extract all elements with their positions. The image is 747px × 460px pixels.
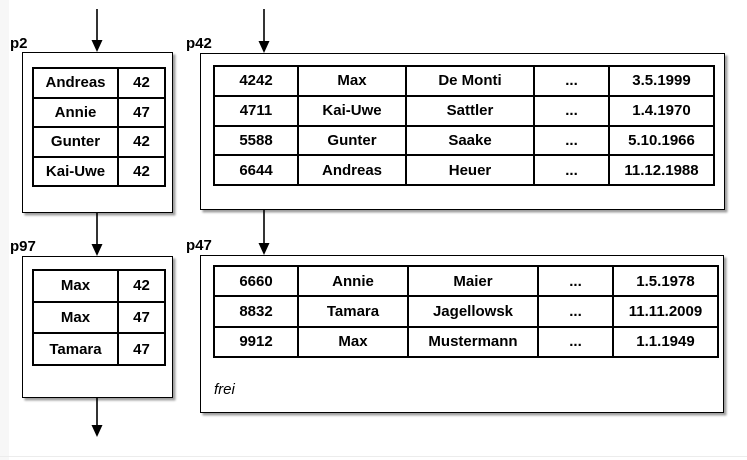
table-row: Annie 47 [32,96,166,128]
page-box-p42: 4242 Max De Monti ... 3.5.1999 4711 Kai-… [200,53,725,210]
cell: Max [32,300,119,335]
table-row: Tamara 47 [32,332,166,367]
cell: Max [297,325,409,358]
cell: 42 [117,155,166,187]
arrow-top-to-p42-icon [258,9,270,53]
cell: 6644 [213,154,299,186]
p97-table: Max 42 Max 47 Tamara 47 [32,269,166,367]
cell: Kai-Uwe [32,155,119,187]
cell: Max [32,269,119,303]
cell: 6660 [213,264,299,298]
cell: 9912 [213,325,299,358]
table-row: Max 47 [32,300,166,335]
cell: Heuer [405,154,535,186]
table-row: 9912 Max Mustermann ... 1.1.1949 [213,325,719,358]
cell: 8832 [213,295,299,328]
cell: 47 [117,300,166,335]
cell: 3.5.1999 [608,65,715,97]
page-box-p47: 6660 Annie Maier ... 1.5.1978 8832 Tamar… [200,255,724,413]
cell: Mustermann [407,325,539,358]
cell: ... [533,124,610,157]
cell: ... [533,65,610,97]
cell: 5.10.1966 [608,124,715,157]
cell: ... [537,295,614,328]
cell: Gunter [297,124,407,157]
cell: Kai-Uwe [297,94,407,127]
p2-table: Andreas 42 Annie 47 Gunter 42 Kai-Uwe 42 [32,67,166,187]
cell: ... [533,94,610,127]
cell: Saake [405,124,535,157]
table-row: Gunter 42 [32,126,166,158]
page-label-p47: p47 [186,237,212,254]
cell: Max [297,65,407,97]
cell: Annie [297,264,409,298]
cell: 1.5.1978 [612,264,719,298]
cell: 47 [117,96,166,128]
page-box-p97: Max 42 Max 47 Tamara 47 [22,256,173,398]
cell: ... [533,154,610,186]
arrow-p42-to-p47-icon [258,210,270,255]
cell: 1.4.1970 [608,94,715,127]
arrow-p2-to-p97-icon [91,213,103,256]
left-edge-strip [0,0,9,460]
table-row: 4711 Kai-Uwe Sattler ... 1.4.1970 [213,94,715,127]
cell: ... [537,264,614,298]
cell: Maier [407,264,539,298]
page-label-p42: p42 [186,35,212,52]
page-label-p2: p2 [10,35,28,52]
cell: 42 [117,126,166,158]
cell: 42 [117,269,166,303]
cell: De Monti [405,65,535,97]
cell: Andreas [297,154,407,186]
table-row: Kai-Uwe 42 [32,155,166,187]
cell: 47 [117,332,166,367]
cell: Sattler [405,94,535,127]
free-space-label: frei [214,381,235,398]
table-row: 5588 Gunter Saake ... 5.10.1966 [213,124,715,157]
table-row: 8832 Tamara Jagellowsk ... 11.11.2009 [213,295,719,328]
table-row: 6644 Andreas Heuer ... 11.12.1988 [213,154,715,186]
cell: 11.11.2009 [612,295,719,328]
cell: 1.1.1949 [612,325,719,358]
p42-table: 4242 Max De Monti ... 3.5.1999 4711 Kai-… [213,65,715,186]
table-row: Max 42 [32,269,166,303]
table-row: 4242 Max De Monti ... 3.5.1999 [213,65,715,97]
cell: 5588 [213,124,299,157]
cell: 4711 [213,94,299,127]
table-row: 6660 Annie Maier ... 1.5.1978 [213,264,719,298]
bottom-hairline [0,456,747,457]
page-box-p2: Andreas 42 Annie 47 Gunter 42 Kai-Uwe 42 [22,52,173,213]
cell: Tamara [297,295,409,328]
cell: Gunter [32,126,119,158]
cell: Andreas [32,67,119,99]
cell: Jagellowsk [407,295,539,328]
cell: Tamara [32,332,119,367]
arrow-p97-down-icon [91,398,103,437]
page-label-p97: p97 [10,238,36,255]
cell: 11.12.1988 [608,154,715,186]
cell: ... [537,325,614,358]
cell: Annie [32,96,119,128]
p47-table: 6660 Annie Maier ... 1.5.1978 8832 Tamar… [213,264,719,358]
cell: 4242 [213,65,299,97]
arrow-top-to-p2-icon [91,9,103,52]
cell: 42 [117,67,166,99]
table-row: Andreas 42 [32,67,166,99]
